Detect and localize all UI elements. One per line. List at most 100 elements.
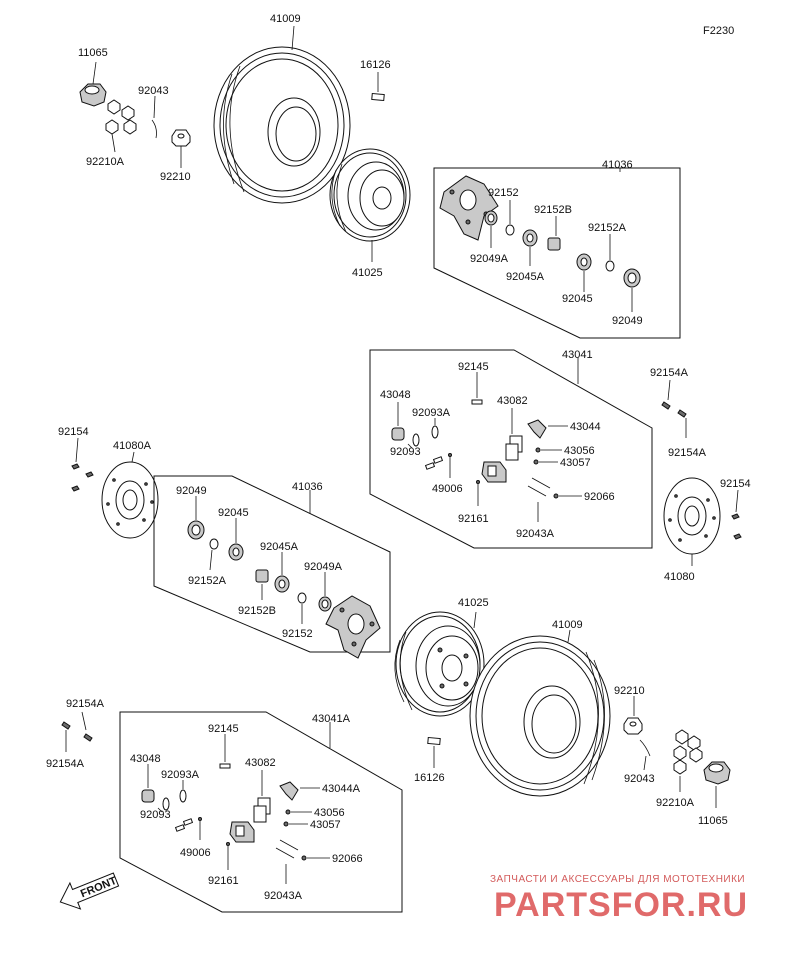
label-92154A-l2: 92154A (46, 758, 85, 770)
label-43048-bottom: 43048 (130, 753, 161, 765)
cotter-pin-92043-bottom (639, 739, 651, 771)
label-92152-mid: 92152 (282, 628, 313, 640)
label-43041A: 43041A (312, 713, 351, 725)
tire-41009-top (213, 25, 351, 204)
label-41025-top: 41025 (352, 267, 383, 279)
wheel-rim-41025-top (329, 148, 411, 262)
collar-92152B-top (547, 216, 561, 251)
seal-92049A-mid (318, 572, 332, 612)
label-92049A-top: 92049A (470, 253, 509, 265)
spring-43044A (279, 781, 320, 801)
bleeder-92145-bottom (219, 734, 231, 769)
label-92066-top: 92066 (584, 491, 615, 503)
label-43057-bottom: 43057 (310, 819, 341, 831)
label-43048-top: 43048 (380, 389, 411, 401)
label-92152B-top: 92152B (534, 204, 572, 216)
bearing-92045A-top (522, 229, 538, 266)
label-43044A: 43044A (322, 783, 361, 795)
bolts-92154A-left (61, 711, 93, 752)
label-92145-top: 92145 (458, 361, 489, 373)
lug-nut-11065-bottom (703, 761, 731, 808)
label-43082-top: 43082 (497, 395, 528, 407)
caliper-box-43041 (369, 349, 653, 549)
label-41009-top: 41009 (270, 13, 301, 25)
label-92093A-top: 92093A (412, 407, 451, 419)
collar-92152-top (505, 200, 515, 236)
label-92049A-mid: 92049A (304, 561, 343, 573)
watermark-tagline: ЗАПЧАСТИ И АКСЕССУАРЫ ДЛЯ МОТОТЕХНИКИ (490, 874, 745, 885)
seal-92049A-top (484, 210, 498, 248)
label-41080: 41080 (664, 571, 695, 583)
valve-16126-bottom (427, 736, 441, 768)
label-43044: 43044 (570, 421, 601, 433)
label-16126-top: 16126 (360, 59, 391, 71)
bolts-92154A-right (661, 379, 687, 438)
label-92152A-top: 92152A (588, 222, 627, 234)
label-92210-top: 92210 (160, 171, 191, 183)
clips-49006-top (424, 453, 452, 478)
label-43057-top: 43057 (560, 457, 591, 469)
castle-nut-92210-top (171, 129, 191, 168)
nuts-92210A-top (105, 99, 137, 153)
pads-43082-top (505, 408, 523, 461)
label-92093A-bottom: 92093A (161, 769, 200, 781)
cotter-pin-92043-top (151, 95, 157, 139)
caliper-92161-top (476, 461, 507, 506)
seal-92093A-top (431, 418, 439, 439)
label-43056-top: 43056 (564, 445, 595, 457)
pin-43057-top (533, 459, 558, 465)
spring-43044 (527, 419, 568, 439)
collar-92152A-top (605, 234, 615, 272)
label-49006-bottom: 49006 (180, 847, 211, 859)
pads-43082-bottom (253, 770, 271, 823)
piston-43048-top (391, 402, 405, 441)
seal-92093-bottom (157, 797, 170, 813)
brake-disc-41080 (663, 477, 721, 566)
label-92154-right: 92154 (720, 478, 751, 490)
collar-92152-mid (297, 592, 307, 624)
caliper-92161-bottom (226, 821, 255, 870)
label-92161-top: 92161 (458, 513, 489, 525)
bolts-92154-right (731, 489, 742, 540)
bolts-92154-left (71, 437, 94, 492)
label-92043-bottom: 92043 (624, 773, 655, 785)
label-92045-top: 92045 (562, 293, 593, 305)
label-92043A-bottom: 92043A (264, 890, 303, 902)
valve-16126-top (371, 72, 385, 102)
seal-92049-mid (187, 496, 205, 540)
brake-disc-41080A (101, 451, 159, 539)
front-arrow: FRONT (59, 872, 120, 910)
label-41036-mid: 41036 (292, 481, 323, 493)
hub-41036-mid (325, 595, 381, 659)
seal-92093A-bottom (179, 780, 187, 803)
pin-43056-top (535, 447, 562, 453)
bolt-92066-bottom (301, 855, 330, 861)
bolt-92066-top (553, 493, 582, 499)
hub-box-41036-mid (153, 475, 391, 653)
label-92154A-l1: 92154A (66, 698, 105, 710)
pin-43057-bottom (283, 821, 308, 827)
label-92210-bottom: 92210 (614, 685, 645, 697)
collar-92152B-mid (255, 569, 269, 600)
label-41036-top: 41036 (602, 159, 633, 171)
label-92210A-top: 92210A (86, 156, 125, 168)
wheel-rim-41025-bottom (394, 611, 485, 717)
pin-43056-bottom (285, 809, 312, 815)
label-92049-top: 92049 (612, 315, 643, 327)
bearing-92045-top (576, 253, 592, 292)
hub-box-41036-top (433, 167, 681, 339)
tire-41009-bottom (469, 629, 611, 797)
castle-nut-92210-bottom (623, 696, 643, 735)
label-43041: 43041 (562, 349, 593, 361)
label-92093-bottom: 92093 (140, 809, 171, 821)
bearing-92045A-mid (274, 552, 290, 593)
label-92154A-r2: 92154A (668, 447, 707, 459)
label-92145-bottom: 92145 (208, 723, 239, 735)
label-92152A-mid: 92152A (188, 575, 227, 587)
hub-41036-top (439, 175, 499, 241)
clips-49006-bottom (174, 817, 202, 840)
label-49006-top: 49006 (432, 483, 463, 495)
seal-92093-top (407, 433, 420, 449)
label-92210A-bottom: 92210A (656, 797, 695, 809)
